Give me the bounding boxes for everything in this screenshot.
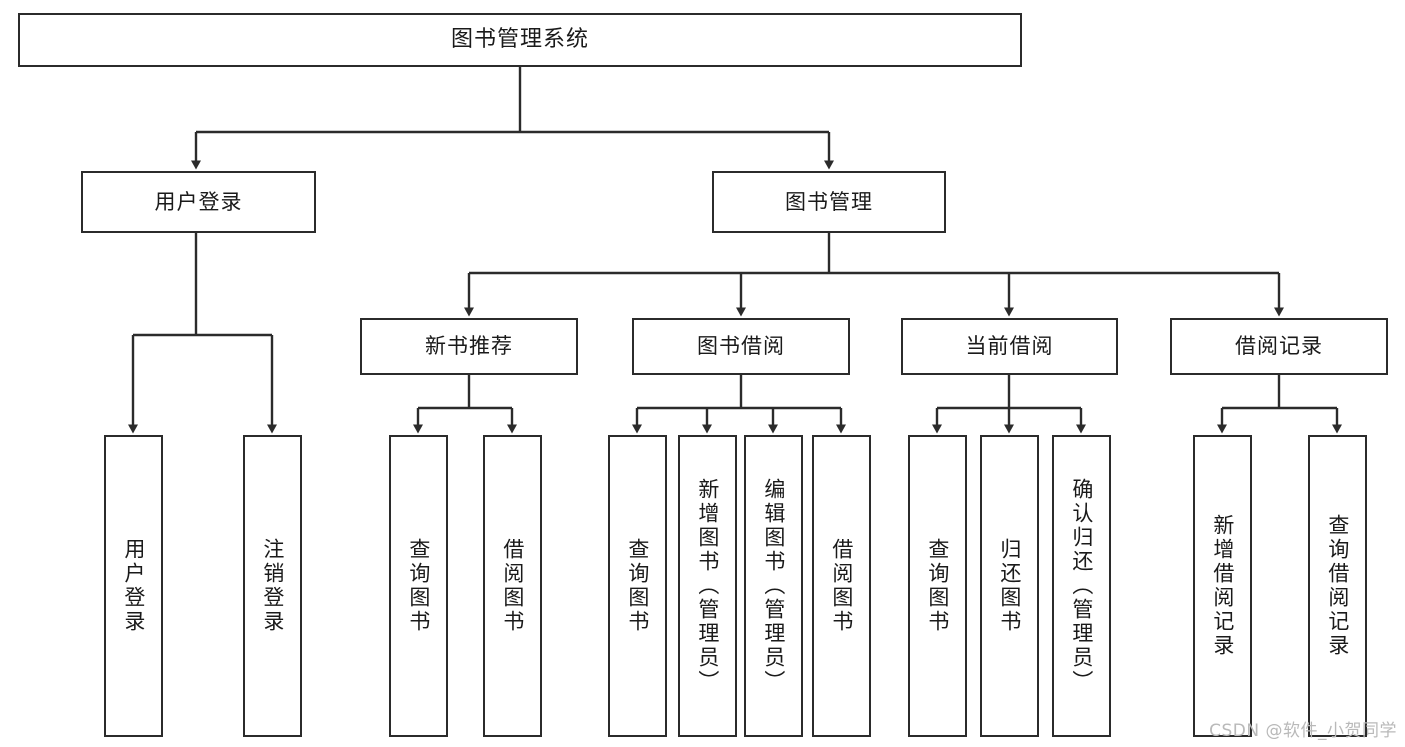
node-root-label: 图书管理系统 xyxy=(450,27,589,53)
node-leaf-query-book-1[interactable]: 查询图书 xyxy=(389,435,448,737)
edge-group-current-borrow xyxy=(932,375,1086,434)
node-leaf-query-book-3-label: 查询图书 xyxy=(925,538,950,634)
node-borrow-record[interactable]: 借阅记录 xyxy=(1170,318,1388,375)
node-leaf-add-record-label: 新增借阅记录 xyxy=(1210,514,1235,658)
node-root[interactable]: 图书管理系统 xyxy=(18,13,1022,67)
edge-group-book-borrow xyxy=(632,375,846,434)
node-leaf-user-logout[interactable]: 注销登录 xyxy=(243,435,302,737)
node-leaf-query-book-2[interactable]: 查询图书 xyxy=(608,435,667,737)
node-leaf-query-book-2-label: 查询图书 xyxy=(625,538,650,634)
node-leaf-query-record[interactable]: 查询借阅记录 xyxy=(1308,435,1367,737)
node-leaf-borrow-book-2[interactable]: 借阅图书 xyxy=(812,435,871,737)
node-user-login[interactable]: 用户登录 xyxy=(81,171,316,233)
node-user-login-label: 用户登录 xyxy=(154,189,243,214)
node-book-manage[interactable]: 图书管理 xyxy=(712,171,946,233)
node-leaf-query-book-3[interactable]: 查询图书 xyxy=(908,435,967,737)
node-current-borrow-label: 当前借阅 xyxy=(965,334,1054,359)
node-leaf-add-book-label: 新增图书（管理员） xyxy=(695,478,720,694)
node-leaf-add-record[interactable]: 新增借阅记录 xyxy=(1193,435,1252,737)
node-book-borrow-label: 图书借阅 xyxy=(697,334,785,359)
node-new-book-recommend-label: 新书推荐 xyxy=(425,334,513,359)
node-leaf-edit-book[interactable]: 编辑图书（管理员） xyxy=(744,435,803,737)
node-leaf-return-book-label: 归还图书 xyxy=(997,538,1022,634)
node-leaf-user-logout-label: 注销登录 xyxy=(260,538,285,634)
node-leaf-borrow-book-1[interactable]: 借阅图书 xyxy=(483,435,542,737)
node-current-borrow[interactable]: 当前借阅 xyxy=(901,318,1118,375)
node-leaf-query-record-label: 查询借阅记录 xyxy=(1325,514,1350,658)
node-book-manage-label: 图书管理 xyxy=(785,189,873,214)
edge-group-borrow-record xyxy=(1217,375,1342,434)
node-new-book-recommend[interactable]: 新书推荐 xyxy=(360,318,578,375)
node-leaf-borrow-book-1-label: 借阅图书 xyxy=(500,538,525,634)
node-leaf-confirm-return-label: 确认归还（管理员） xyxy=(1069,478,1094,694)
node-leaf-edit-book-label: 编辑图书（管理员） xyxy=(761,478,786,694)
edge-group-book-manage xyxy=(464,233,1284,317)
node-leaf-return-book[interactable]: 归还图书 xyxy=(980,435,1039,737)
node-borrow-record-label: 借阅记录 xyxy=(1235,334,1323,359)
node-leaf-user-login[interactable]: 用户登录 xyxy=(104,435,163,737)
node-leaf-user-login-label: 用户登录 xyxy=(121,538,146,634)
node-leaf-borrow-book-2-label: 借阅图书 xyxy=(829,538,854,634)
edge-group-root xyxy=(191,67,834,170)
node-book-borrow[interactable]: 图书借阅 xyxy=(632,318,850,375)
node-leaf-add-book[interactable]: 新增图书（管理员） xyxy=(678,435,737,737)
node-leaf-confirm-return[interactable]: 确认归还（管理员） xyxy=(1052,435,1111,737)
edge-group-new-book-recommend xyxy=(413,375,517,434)
edge-group-user-login xyxy=(128,233,277,434)
node-leaf-query-book-1-label: 查询图书 xyxy=(406,538,431,634)
